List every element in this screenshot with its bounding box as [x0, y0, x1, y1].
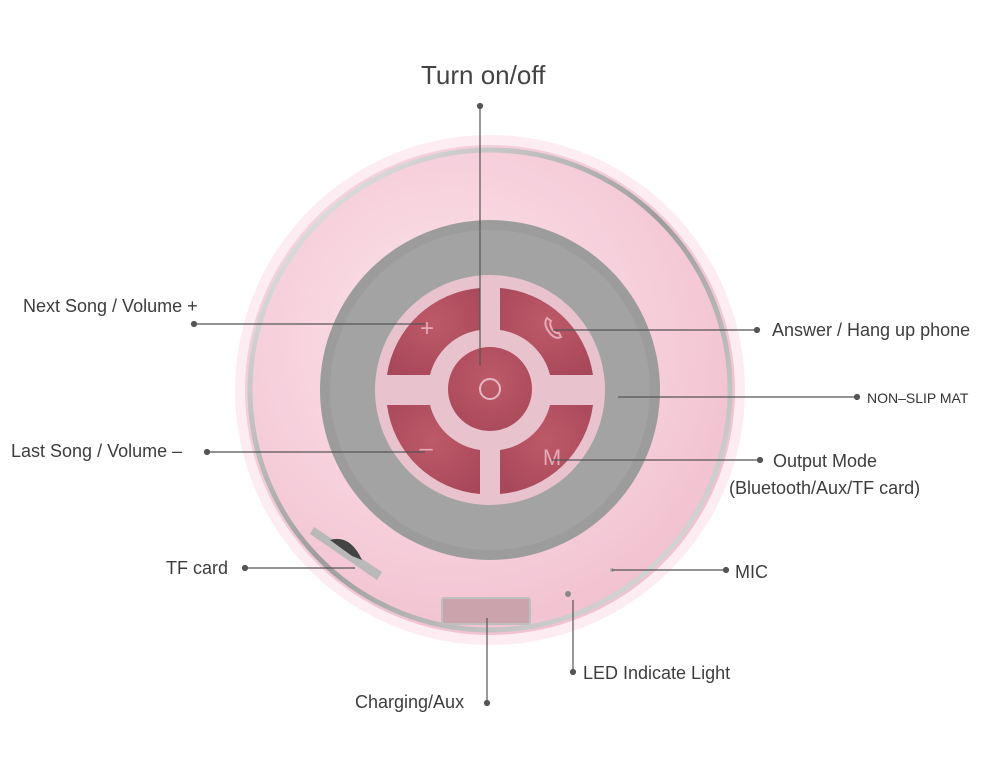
minus-icon: –	[419, 435, 433, 462]
leader-dot-last-song	[203, 448, 211, 456]
label-mic: MIC	[735, 562, 768, 582]
label-tf-card: TF card	[166, 558, 229, 578]
leader-dot-next-song	[190, 320, 198, 328]
tf-card-slot-shadow	[330, 538, 362, 560]
leader-dot-mic	[722, 566, 730, 574]
leader-dot-non-slip-mat	[853, 393, 861, 401]
chrome-rim	[247, 147, 733, 633]
label-output-mode-detail: (Bluetooth/Aux/TF card)	[729, 478, 921, 498]
label-answer: Answer / Hang up phone	[772, 320, 971, 340]
tf-card-slot	[310, 527, 382, 580]
leader-dot-output-mode	[756, 456, 764, 464]
label-turn-on-off: Turn on/off	[421, 60, 546, 90]
output-mode-button[interactable]	[500, 405, 593, 494]
label-non-slip-mat: NON–SLIP MAT	[867, 390, 969, 406]
last-song-button[interactable]	[387, 405, 480, 494]
power-icon	[479, 378, 501, 400]
label-charging: Charging/Aux	[355, 692, 465, 712]
leader-dot-answer	[753, 326, 761, 334]
leader-dot-turn-on-off	[476, 102, 484, 110]
answer-phone-button[interactable]	[500, 288, 593, 375]
label-next-song: Next Song / Volume +	[23, 296, 198, 316]
phone-icon	[544, 316, 563, 339]
led-light	[565, 591, 571, 597]
leader-dot-tf-card	[241, 564, 249, 572]
leader-dot-led	[569, 668, 577, 676]
leader-dot-charging	[483, 699, 491, 707]
label-last-song: Last Song / Volume –	[11, 441, 183, 461]
power-button[interactable]	[444, 343, 536, 435]
label-output-mode: Output Mode	[773, 451, 878, 471]
next-song-button[interactable]	[387, 288, 480, 375]
mode-icon: M	[543, 445, 561, 470]
charging-port	[441, 597, 531, 625]
label-led: LED Indicate Light	[583, 663, 731, 683]
plus-icon: +	[420, 315, 434, 342]
